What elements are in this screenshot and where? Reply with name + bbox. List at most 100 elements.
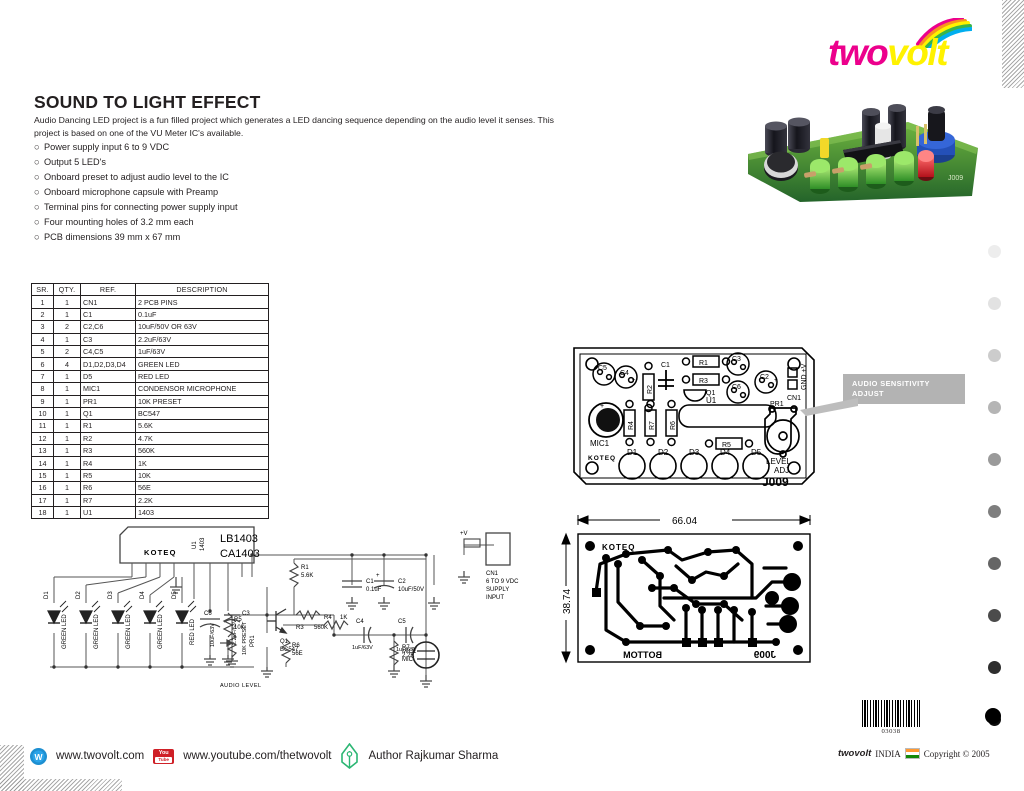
svg-text:C5: C5 xyxy=(398,619,406,625)
youtube-icon-top: You xyxy=(158,749,169,756)
svg-text:GREEN LED: GREEN LED xyxy=(158,614,164,649)
table-cell: D5 xyxy=(80,369,136,384)
table-cell: 8 xyxy=(31,382,54,396)
product-photo: J009 xyxy=(748,104,978,202)
svg-text:0.1uF: 0.1uF xyxy=(366,587,382,593)
page-title: SOUND TO LIGHT EFFECT xyxy=(34,92,261,112)
table-cell: R1 xyxy=(80,419,136,433)
table-cell: 17 xyxy=(31,493,54,508)
callout-line-1: AUDIO SENSITIVITY xyxy=(852,379,930,388)
svg-text:D5: D5 xyxy=(172,591,178,599)
svg-text:GREEN LED: GREEN LED xyxy=(62,614,68,649)
svg-text:D3: D3 xyxy=(689,448,700,457)
table-cell: 4 xyxy=(53,357,81,371)
table-cell: 1 xyxy=(53,481,81,495)
svg-text:INPUT: INPUT xyxy=(486,595,504,601)
table-cell: 7 xyxy=(31,369,54,384)
table-cell: 2 xyxy=(53,320,81,334)
svg-text:C5: C5 xyxy=(598,365,607,372)
table-cell: 1 xyxy=(53,307,81,322)
svg-text:560K: 560K xyxy=(314,625,328,631)
gradient-dot xyxy=(988,401,1001,414)
india-flag-icon xyxy=(904,748,920,759)
table-cell: 2 xyxy=(31,307,54,322)
table-cell: 1uF/63V xyxy=(135,344,269,359)
svg-text:R4: R4 xyxy=(628,421,635,430)
table-cell: 4.7K xyxy=(135,431,269,446)
gradient-dot xyxy=(988,245,1001,258)
schematic-ic-name-1: LB1403 xyxy=(220,533,258,545)
gradient-dot xyxy=(988,609,1001,622)
copyright-country: INDIA xyxy=(875,748,901,759)
svg-text:10uF/50V: 10uF/50V xyxy=(398,587,424,593)
svg-text:+: + xyxy=(632,378,636,384)
twovolt-w-icon: W xyxy=(30,747,47,765)
svg-text:R1: R1 xyxy=(699,360,708,367)
table-cell: 1 xyxy=(31,295,54,309)
svg-text:D4: D4 xyxy=(720,448,731,457)
website-link[interactable]: www.twovolt.com xyxy=(56,750,145,762)
table-cell: 11 xyxy=(31,419,54,433)
table-cell: 10uF/50V OR 63V xyxy=(135,320,269,334)
svg-text:CN1: CN1 xyxy=(486,571,499,577)
intro-paragraph: Audio Dancing LED project is a fun fille… xyxy=(34,115,554,138)
svg-text:C4: C4 xyxy=(356,619,364,625)
feature-item: ○Onboard preset to adjust audio level to… xyxy=(34,170,454,185)
pcb-code-mirrored: J009 xyxy=(753,650,776,661)
svg-text:KOTEQ: KOTEQ xyxy=(588,455,616,462)
svg-text:D5: D5 xyxy=(751,448,762,457)
table-cell: BC547 xyxy=(135,406,269,421)
table-cell: 1K xyxy=(135,456,269,470)
schematic-ic-brand: KOTEQ xyxy=(144,548,177,557)
gradient-dot xyxy=(988,349,1001,362)
svg-text:RED LED: RED LED xyxy=(190,618,196,645)
svg-text:C4: C4 xyxy=(620,370,629,377)
table-cell: 13 xyxy=(31,444,54,458)
svg-text:GND +V: GND +V xyxy=(801,363,808,390)
svg-text:+: + xyxy=(600,403,604,410)
table-cell: R3 xyxy=(80,444,136,458)
table-cell: 10K xyxy=(135,468,269,483)
svg-text:R3: R3 xyxy=(699,378,708,385)
svg-text:R1: R1 xyxy=(301,565,309,571)
table-column-header: REF. xyxy=(80,282,136,297)
gradient-dot xyxy=(988,297,1001,310)
svg-text:10uF/63V: 10uF/63V xyxy=(210,623,216,647)
logo-two: two xyxy=(828,32,889,73)
feature-item: ○Onboard microphone capsule with Preamp xyxy=(34,185,454,200)
bullet-icon: ○ xyxy=(34,232,40,242)
youtube-link[interactable]: www.youtube.com/thetwovolt xyxy=(183,750,332,762)
svg-text:R5: R5 xyxy=(722,442,731,449)
table-cell: CONDENSOR MICROPHONE xyxy=(135,382,269,396)
feature-item: ○Power supply input 6 to 9 VDC xyxy=(34,140,454,155)
svg-text:CN1: CN1 xyxy=(787,395,801,402)
gradient-dot xyxy=(988,453,1001,466)
svg-text:C1: C1 xyxy=(661,362,670,369)
table-cell: 3 xyxy=(31,320,54,334)
rainbow-swoosh-icon xyxy=(916,18,972,48)
table-cell: RED LED xyxy=(135,369,269,384)
svg-text:PR1: PR1 xyxy=(250,635,256,647)
table-cell: 2 xyxy=(53,344,81,359)
youtube-icon[interactable]: You Tube xyxy=(153,748,175,764)
gradient-dot xyxy=(988,557,1001,570)
svg-text:R6: R6 xyxy=(292,643,300,649)
pcb-height-dimension: 38.74 xyxy=(562,589,573,614)
schematic-ic-name-2: CA1403 xyxy=(220,548,260,560)
logo-wordmark: twovolt xyxy=(828,32,948,73)
hatch-decoration-top-right xyxy=(1002,0,1024,88)
gradient-dot xyxy=(988,661,1001,674)
table-cell: 1 xyxy=(53,406,81,421)
svg-text:U1: U1 xyxy=(706,396,717,405)
logo-volt: volt xyxy=(887,32,948,73)
